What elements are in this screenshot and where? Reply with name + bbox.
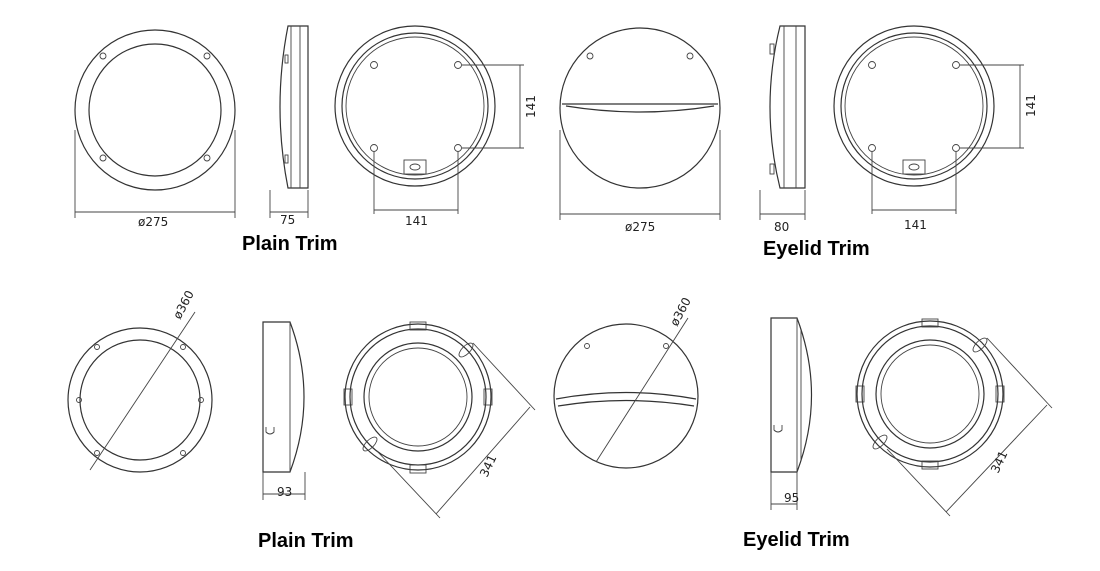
bottom-plain-caption: Plain Trim: [258, 530, 354, 552]
top-plain-side-view: [269, 25, 309, 218]
top-eyelid-caption: Eyelid Trim: [763, 238, 870, 260]
top-plain-caption: Plain Trim: [242, 233, 338, 255]
bottom-plain-front-view: [67, 311, 213, 473]
bottom-eyelid-front-view: [553, 317, 699, 469]
bottom-eyelid-mount-diagonal-label: 341: [988, 449, 1010, 476]
bottom-plain-mount-diagonal-label: 341: [477, 453, 499, 480]
bottom-eyelid-side-view: [770, 317, 813, 510]
top-eyelid-mount-height-label: 141: [1024, 94, 1038, 117]
top-eyelid-back-view: [833, 25, 1024, 214]
top-eyelid-side-view: [759, 25, 806, 220]
top-eyelid-depth-label: 80: [774, 220, 789, 234]
top-plain-diameter-label: ø275: [138, 215, 168, 229]
top-eyelid-diameter-label: ø275: [625, 220, 655, 234]
bottom-eyelid-back-view: [855, 318, 1053, 517]
top-plain-mount-height-label: 141: [524, 95, 538, 118]
bottom-plain-side-view: [262, 321, 306, 500]
top-eyelid-front-view: [559, 27, 721, 220]
bottom-plain-back-view: [343, 321, 536, 519]
bottom-eyelid-caption: Eyelid Trim: [743, 529, 850, 551]
top-plain-front-view: [74, 29, 236, 218]
top-plain-depth-label: 75: [280, 213, 295, 227]
bottom-eyelid-depth-label: 95: [784, 491, 799, 505]
bottom-plain-depth-label: 93: [277, 485, 292, 499]
top-eyelid-mount-width-label: 141: [904, 218, 927, 232]
bottom-plain-diameter-label: ø360: [170, 288, 197, 321]
top-plain-mount-width-label: 141: [405, 214, 428, 228]
top-plain-back-view: [334, 25, 524, 214]
bottom-eyelid-diameter-label: ø360: [667, 295, 694, 328]
